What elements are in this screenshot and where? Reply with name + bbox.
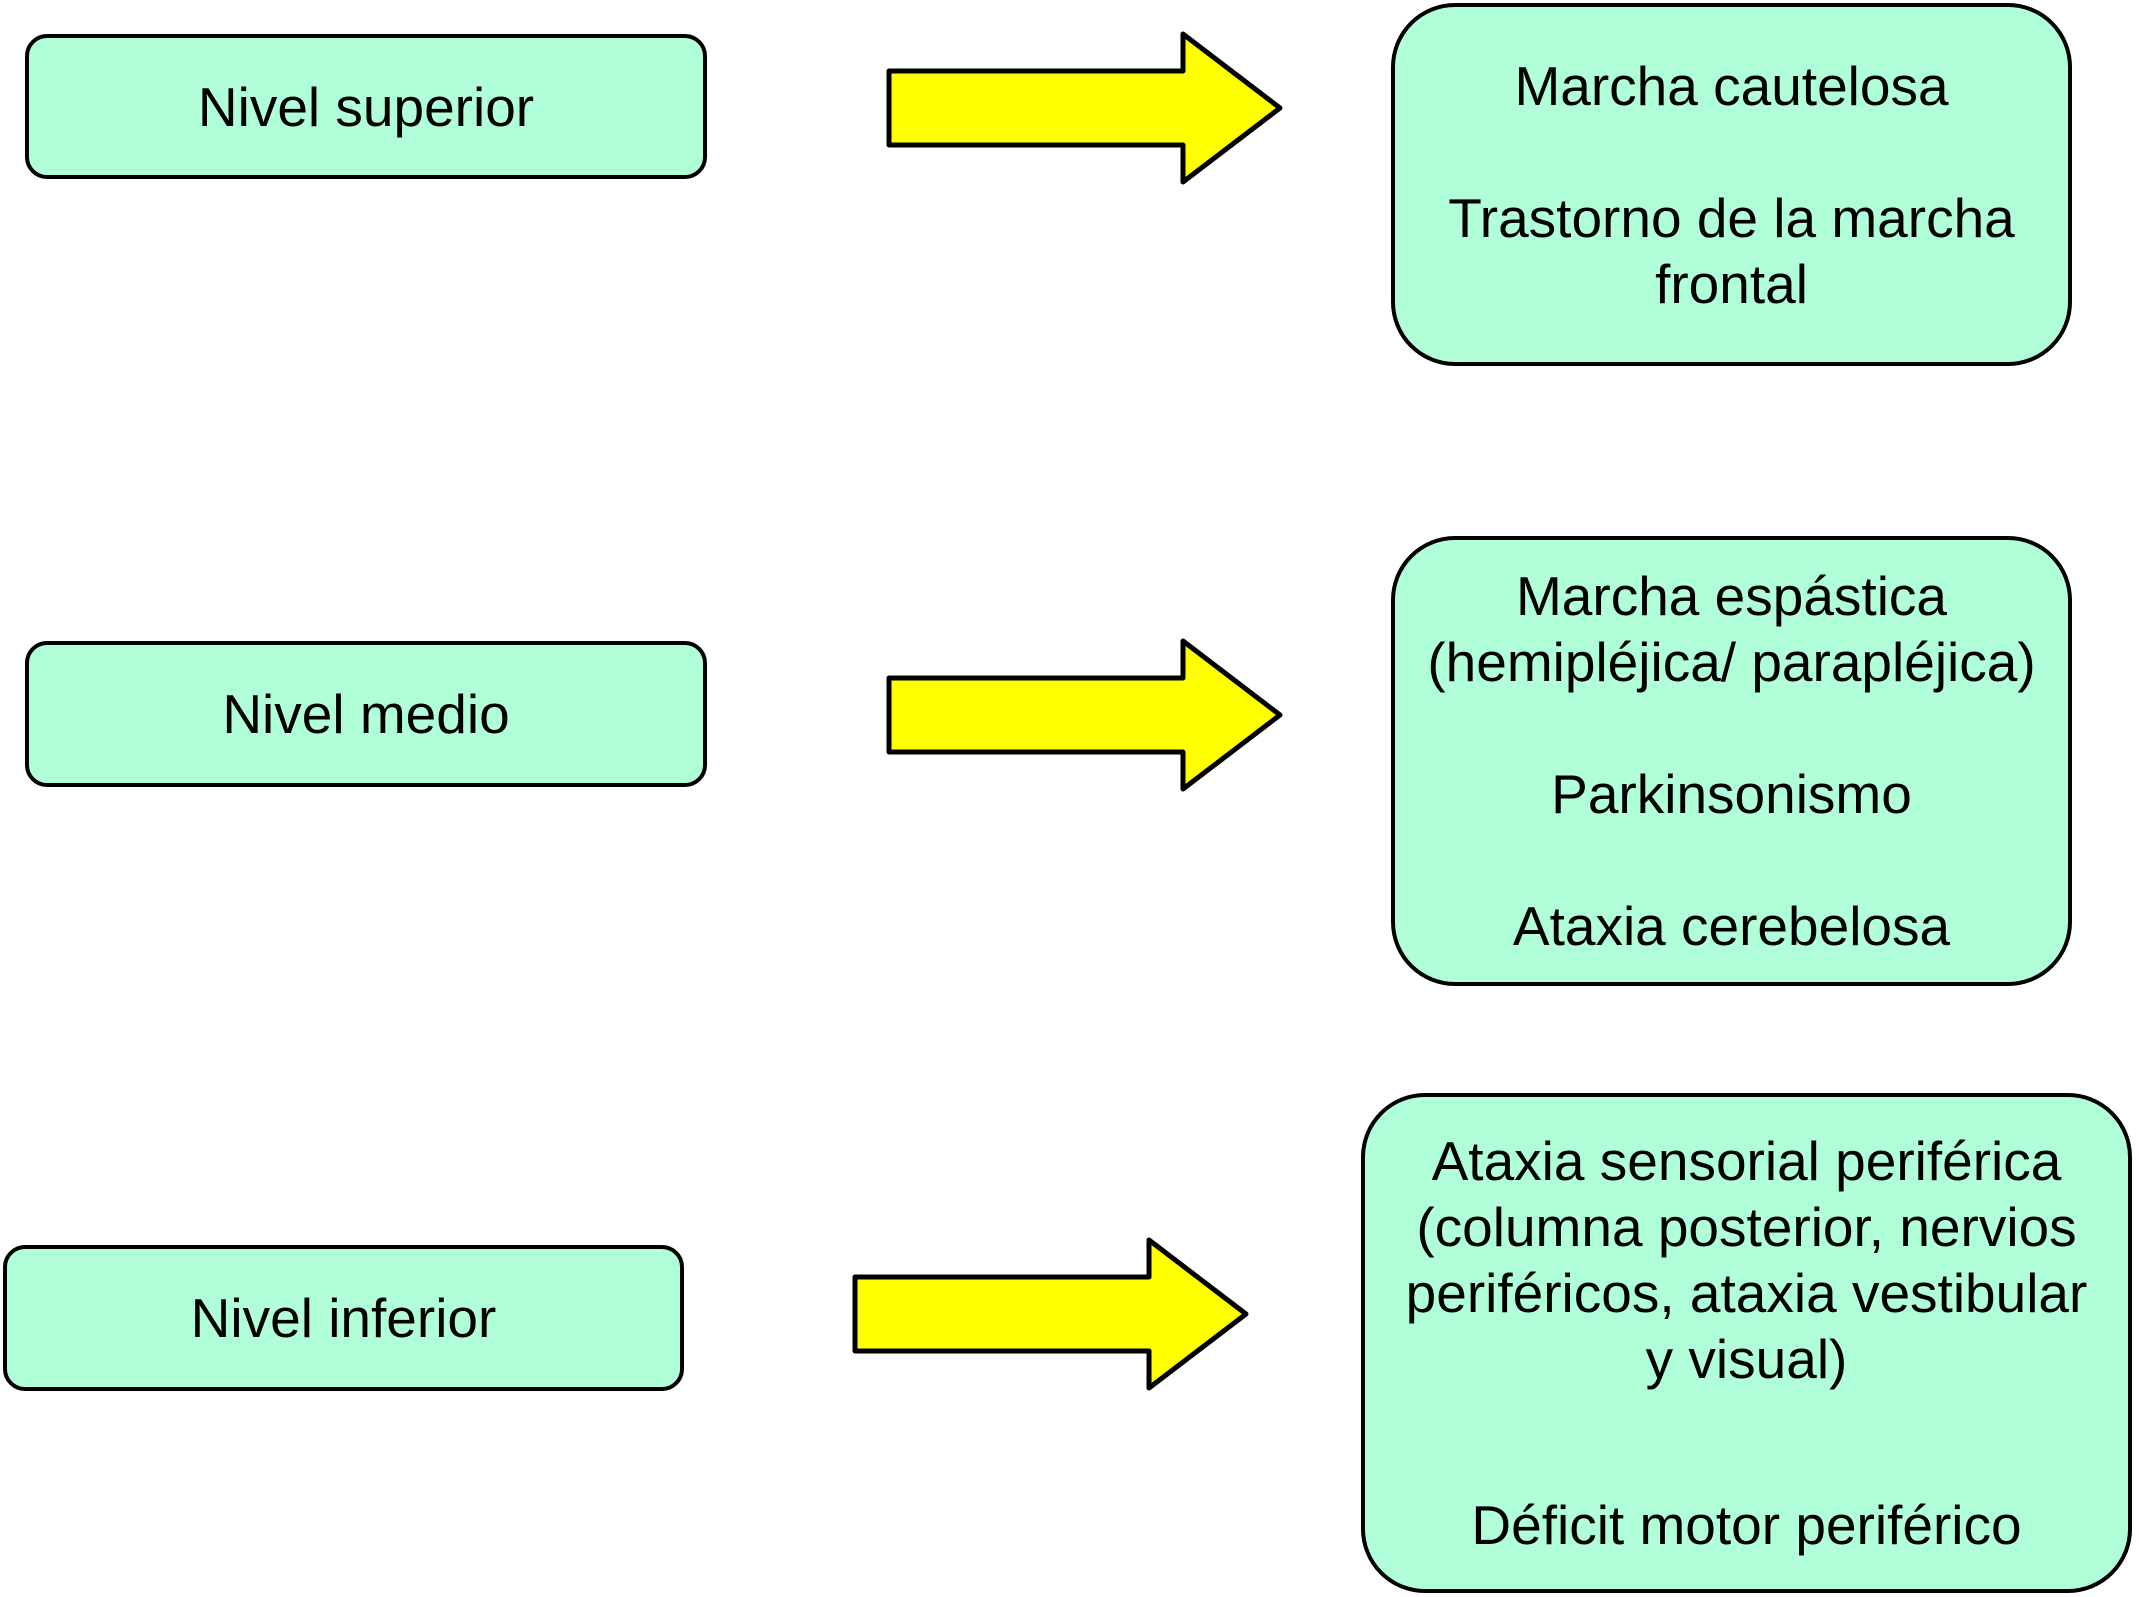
level-box-medio: Nivel medio (25, 641, 707, 787)
outcome-box-inferior: Ataxia sensorial periférica (columna pos… (1361, 1093, 2132, 1593)
outcome-text: Ataxia cerebelosa (1512, 895, 1951, 957)
outcome-text: (hemipléjica/ parapléjica) (1427, 631, 2036, 693)
outcome-text: periféricos, ataxia vestibular (1405, 1262, 2088, 1324)
level-label: Nivel inferior (190, 1287, 497, 1349)
outcome-text: Parkinsonismo (1551, 763, 1912, 825)
level-box-superior: Nivel superior (25, 34, 707, 179)
outcome-text: frontal (1655, 252, 1808, 315)
outcome-text: Marcha cautelosa (1514, 54, 1949, 117)
arrow-shape (886, 31, 1283, 185)
outcome-text: Déficit motor periférico (1471, 1494, 2022, 1556)
outcome-box-medio: Marcha espástica (hemipléjica/ parapléji… (1391, 536, 2072, 986)
outcome-text: (columna posterior, nervios (1416, 1196, 2077, 1258)
outcome-box-superior: Marcha cautelosa Trastorno de la marcha … (1391, 3, 2072, 366)
level-label: Nivel superior (197, 75, 535, 138)
outcome-text: y visual) (1645, 1328, 1848, 1390)
outcome-text: Marcha espástica (1515, 565, 1948, 627)
arrow-right-icon (852, 1237, 1249, 1391)
level-box-inferior: Nivel inferior (3, 1245, 684, 1391)
arrow-right-icon (886, 638, 1283, 792)
outcome-text: Ataxia sensorial periférica (1431, 1130, 2062, 1192)
arrow-right-icon (886, 31, 1283, 185)
outcome-text: Trastorno de la marcha (1448, 186, 2015, 249)
level-label: Nivel medio (222, 683, 510, 745)
arrow-shape (886, 638, 1283, 792)
arrow-shape (852, 1237, 1249, 1391)
